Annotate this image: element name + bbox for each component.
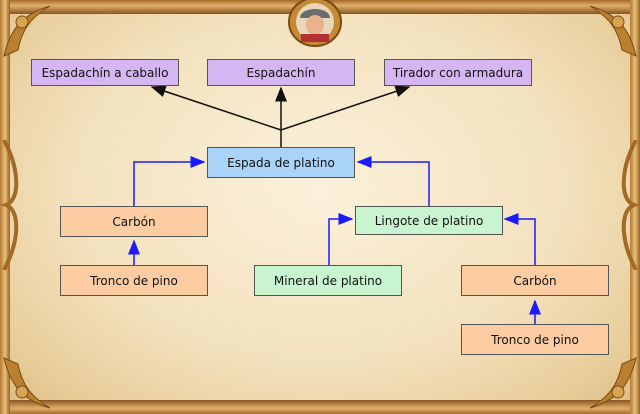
frame-border-left (0, 0, 10, 414)
arrow-carbon-to-lingote (503, 213, 536, 265)
character-portrait-icon (288, 0, 342, 47)
arrow-to-espadachin-caballo (150, 85, 282, 131)
side-ornament-icon (0, 140, 19, 270)
node-espada-de-platino: Espada de platino (207, 147, 355, 178)
node-espadachin: Espadachín (207, 59, 355, 86)
node-mineral-de-platino: Mineral de platino (254, 265, 402, 296)
node-lingote-de-platino: Lingote de platino (355, 206, 503, 235)
corner-ornament-icon (3, 5, 51, 57)
corner-ornament-icon (589, 5, 637, 57)
frame-border-bottom (0, 400, 640, 414)
corner-ornament-icon (3, 357, 51, 409)
node-carbon-right: Carbón (461, 265, 609, 296)
node-tronco-de-pino-right: Tronco de pino (461, 324, 609, 355)
arrow-lingote-to-espada (356, 156, 430, 206)
arrow-to-tirador (280, 85, 411, 131)
arrow-mineral-to-lingote (328, 213, 354, 265)
side-ornament-icon (621, 140, 640, 270)
node-espadachin-a-caballo: Espadachín a caballo (31, 59, 179, 86)
node-carbon-left: Carbón (60, 206, 208, 237)
arrow-carbon-to-espada (133, 156, 206, 206)
node-tronco-de-pino-left: Tronco de pino (60, 265, 208, 296)
frame-border-right (630, 0, 640, 414)
node-tirador-con-armadura: Tirador con armadura (384, 59, 532, 86)
corner-ornament-icon (589, 357, 637, 409)
